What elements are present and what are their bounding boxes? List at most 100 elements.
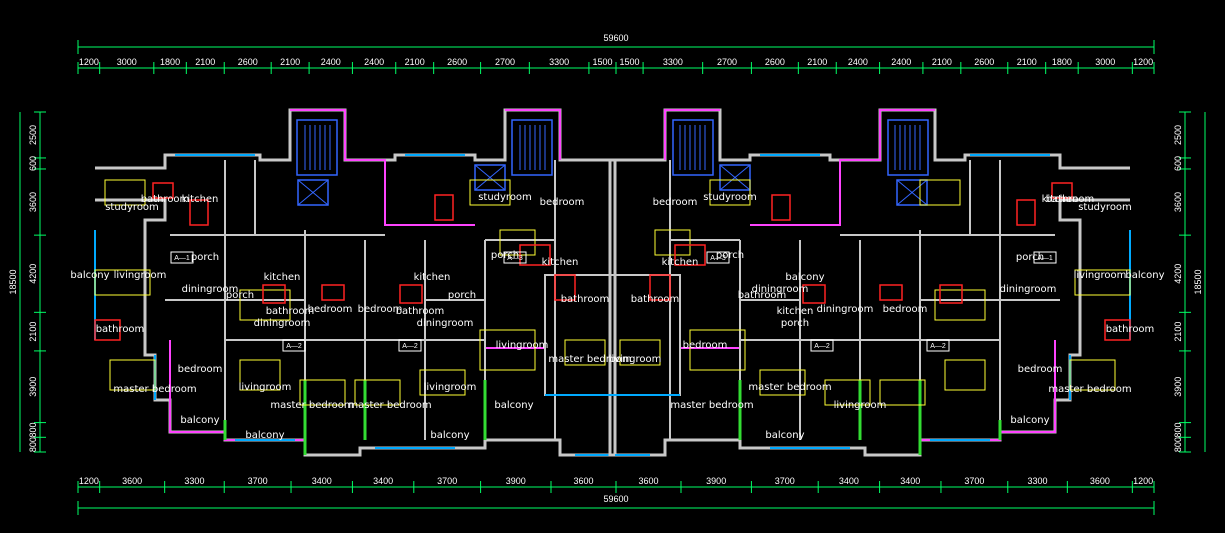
unit-tag-box xyxy=(170,251,194,264)
room-label: balcony xyxy=(1125,270,1164,281)
bottom-segment-label: 3900 xyxy=(506,476,526,486)
sanitary-fixture xyxy=(879,284,903,301)
right-segment-label: 3600 xyxy=(1173,192,1183,212)
room-label: livingroom xyxy=(1074,270,1127,281)
room-label: livingroom xyxy=(424,382,477,393)
unit-wall xyxy=(484,347,545,440)
furniture xyxy=(689,329,746,371)
room-label: balcony xyxy=(765,430,804,441)
bottom-segment-label: 3300 xyxy=(1028,476,1048,486)
left-segment-label: 4200 xyxy=(28,264,38,284)
room-label: porch xyxy=(716,250,744,261)
furniture xyxy=(94,269,151,296)
sanitary-fixture xyxy=(939,284,963,304)
unit-tag-box xyxy=(926,339,950,352)
left-segment-label: 600 xyxy=(28,156,38,171)
elevator xyxy=(719,164,751,191)
furniture xyxy=(104,179,146,206)
room-label: kitchen xyxy=(777,306,814,317)
furniture xyxy=(824,379,871,406)
top-segment-label: 2600 xyxy=(447,57,467,67)
room-label: master bedroom xyxy=(348,400,431,411)
sanitary-fixture xyxy=(771,194,791,221)
furniture xyxy=(239,289,291,321)
elevator-x xyxy=(474,164,506,191)
elevator xyxy=(896,179,928,206)
bottom-segment-label: 3600 xyxy=(122,476,142,486)
top-segment-label: 1200 xyxy=(1133,57,1153,67)
overall-dimension-bottom: 59600 xyxy=(603,494,628,504)
top-segment-label: 1800 xyxy=(160,57,180,67)
room-label: kitchen xyxy=(182,194,219,205)
room-label: bedroom xyxy=(358,304,403,315)
left-segment-label: 2500 xyxy=(28,125,38,145)
furniture xyxy=(479,329,536,371)
sanitary-fixture xyxy=(152,182,174,199)
elevator-x xyxy=(896,179,928,206)
room-label: master bedroom xyxy=(670,400,753,411)
sanitary-fixture xyxy=(94,319,121,341)
top-segment-label: 2100 xyxy=(932,57,952,67)
bottom-segment-label: 1200 xyxy=(79,476,99,486)
room-label: balcony xyxy=(785,272,824,283)
top-segment-label: 1500 xyxy=(620,57,640,67)
right-segment-label: 4200 xyxy=(1173,264,1183,284)
dimension-lines xyxy=(19,40,1206,515)
top-segment-label: 2100 xyxy=(195,57,215,67)
top-segment-label: 3300 xyxy=(549,57,569,67)
furniture xyxy=(1074,269,1131,296)
right-segment-label: 800 xyxy=(1173,422,1183,437)
room-label: bathroom xyxy=(396,306,445,317)
sanitary-fixture xyxy=(262,284,286,304)
room-label: master bedroom xyxy=(270,400,353,411)
top-segment-label: 2400 xyxy=(321,57,341,67)
top-segment-label: 2600 xyxy=(238,57,258,67)
furniture xyxy=(469,179,511,206)
bottom-segment-label: 3400 xyxy=(373,476,393,486)
unit-tag-box xyxy=(503,251,527,264)
room-label: bedroom xyxy=(308,304,353,315)
sanitary-fixture xyxy=(554,274,576,301)
furniture xyxy=(879,379,926,406)
room-label: bathroom xyxy=(561,294,610,305)
room-label: balcony xyxy=(494,400,533,411)
bottom-segment-label: 3900 xyxy=(706,476,726,486)
furniture xyxy=(109,359,156,391)
furniture xyxy=(299,379,346,406)
room-label: bedroom xyxy=(178,364,223,375)
bottom-segment-label: 3600 xyxy=(1090,476,1110,486)
top-segment-label: 2100 xyxy=(1017,57,1037,67)
room-label: master bedroom xyxy=(748,382,831,393)
bottom-segment-label: 3700 xyxy=(964,476,984,486)
furniture xyxy=(619,339,661,366)
room-label: porch xyxy=(191,252,219,263)
core-wall xyxy=(750,109,935,226)
room-label: diningroom xyxy=(254,318,311,329)
unit-tag-box xyxy=(282,339,306,352)
top-segment-label: 3300 xyxy=(663,57,683,67)
bottom-segment-label: 3400 xyxy=(312,476,332,486)
room-label: diningroom xyxy=(1000,284,1057,295)
furniture xyxy=(934,289,986,321)
room-label: kitchen xyxy=(414,272,451,283)
unit-tag: A—2 xyxy=(402,343,418,350)
central-link xyxy=(544,274,681,396)
room-label: master bedroom xyxy=(1048,384,1131,395)
left-segment-label: 3900 xyxy=(28,377,38,397)
stair-core xyxy=(296,119,338,176)
building-half xyxy=(94,108,617,457)
room-label: bedroom xyxy=(883,304,928,315)
room-label: kitchen xyxy=(264,272,301,283)
room-label: livingroom xyxy=(239,382,292,393)
room-label: diningroom xyxy=(417,318,474,329)
room-label: diningroom xyxy=(817,304,874,315)
room-label: diningroom xyxy=(182,284,239,295)
room-label: bathroom xyxy=(266,306,315,317)
room-label: porch xyxy=(226,290,254,301)
furniture xyxy=(499,229,536,256)
bottom-segment-label: 3400 xyxy=(839,476,859,486)
sanitary-fixture xyxy=(321,284,345,301)
elevator-x xyxy=(719,164,751,191)
